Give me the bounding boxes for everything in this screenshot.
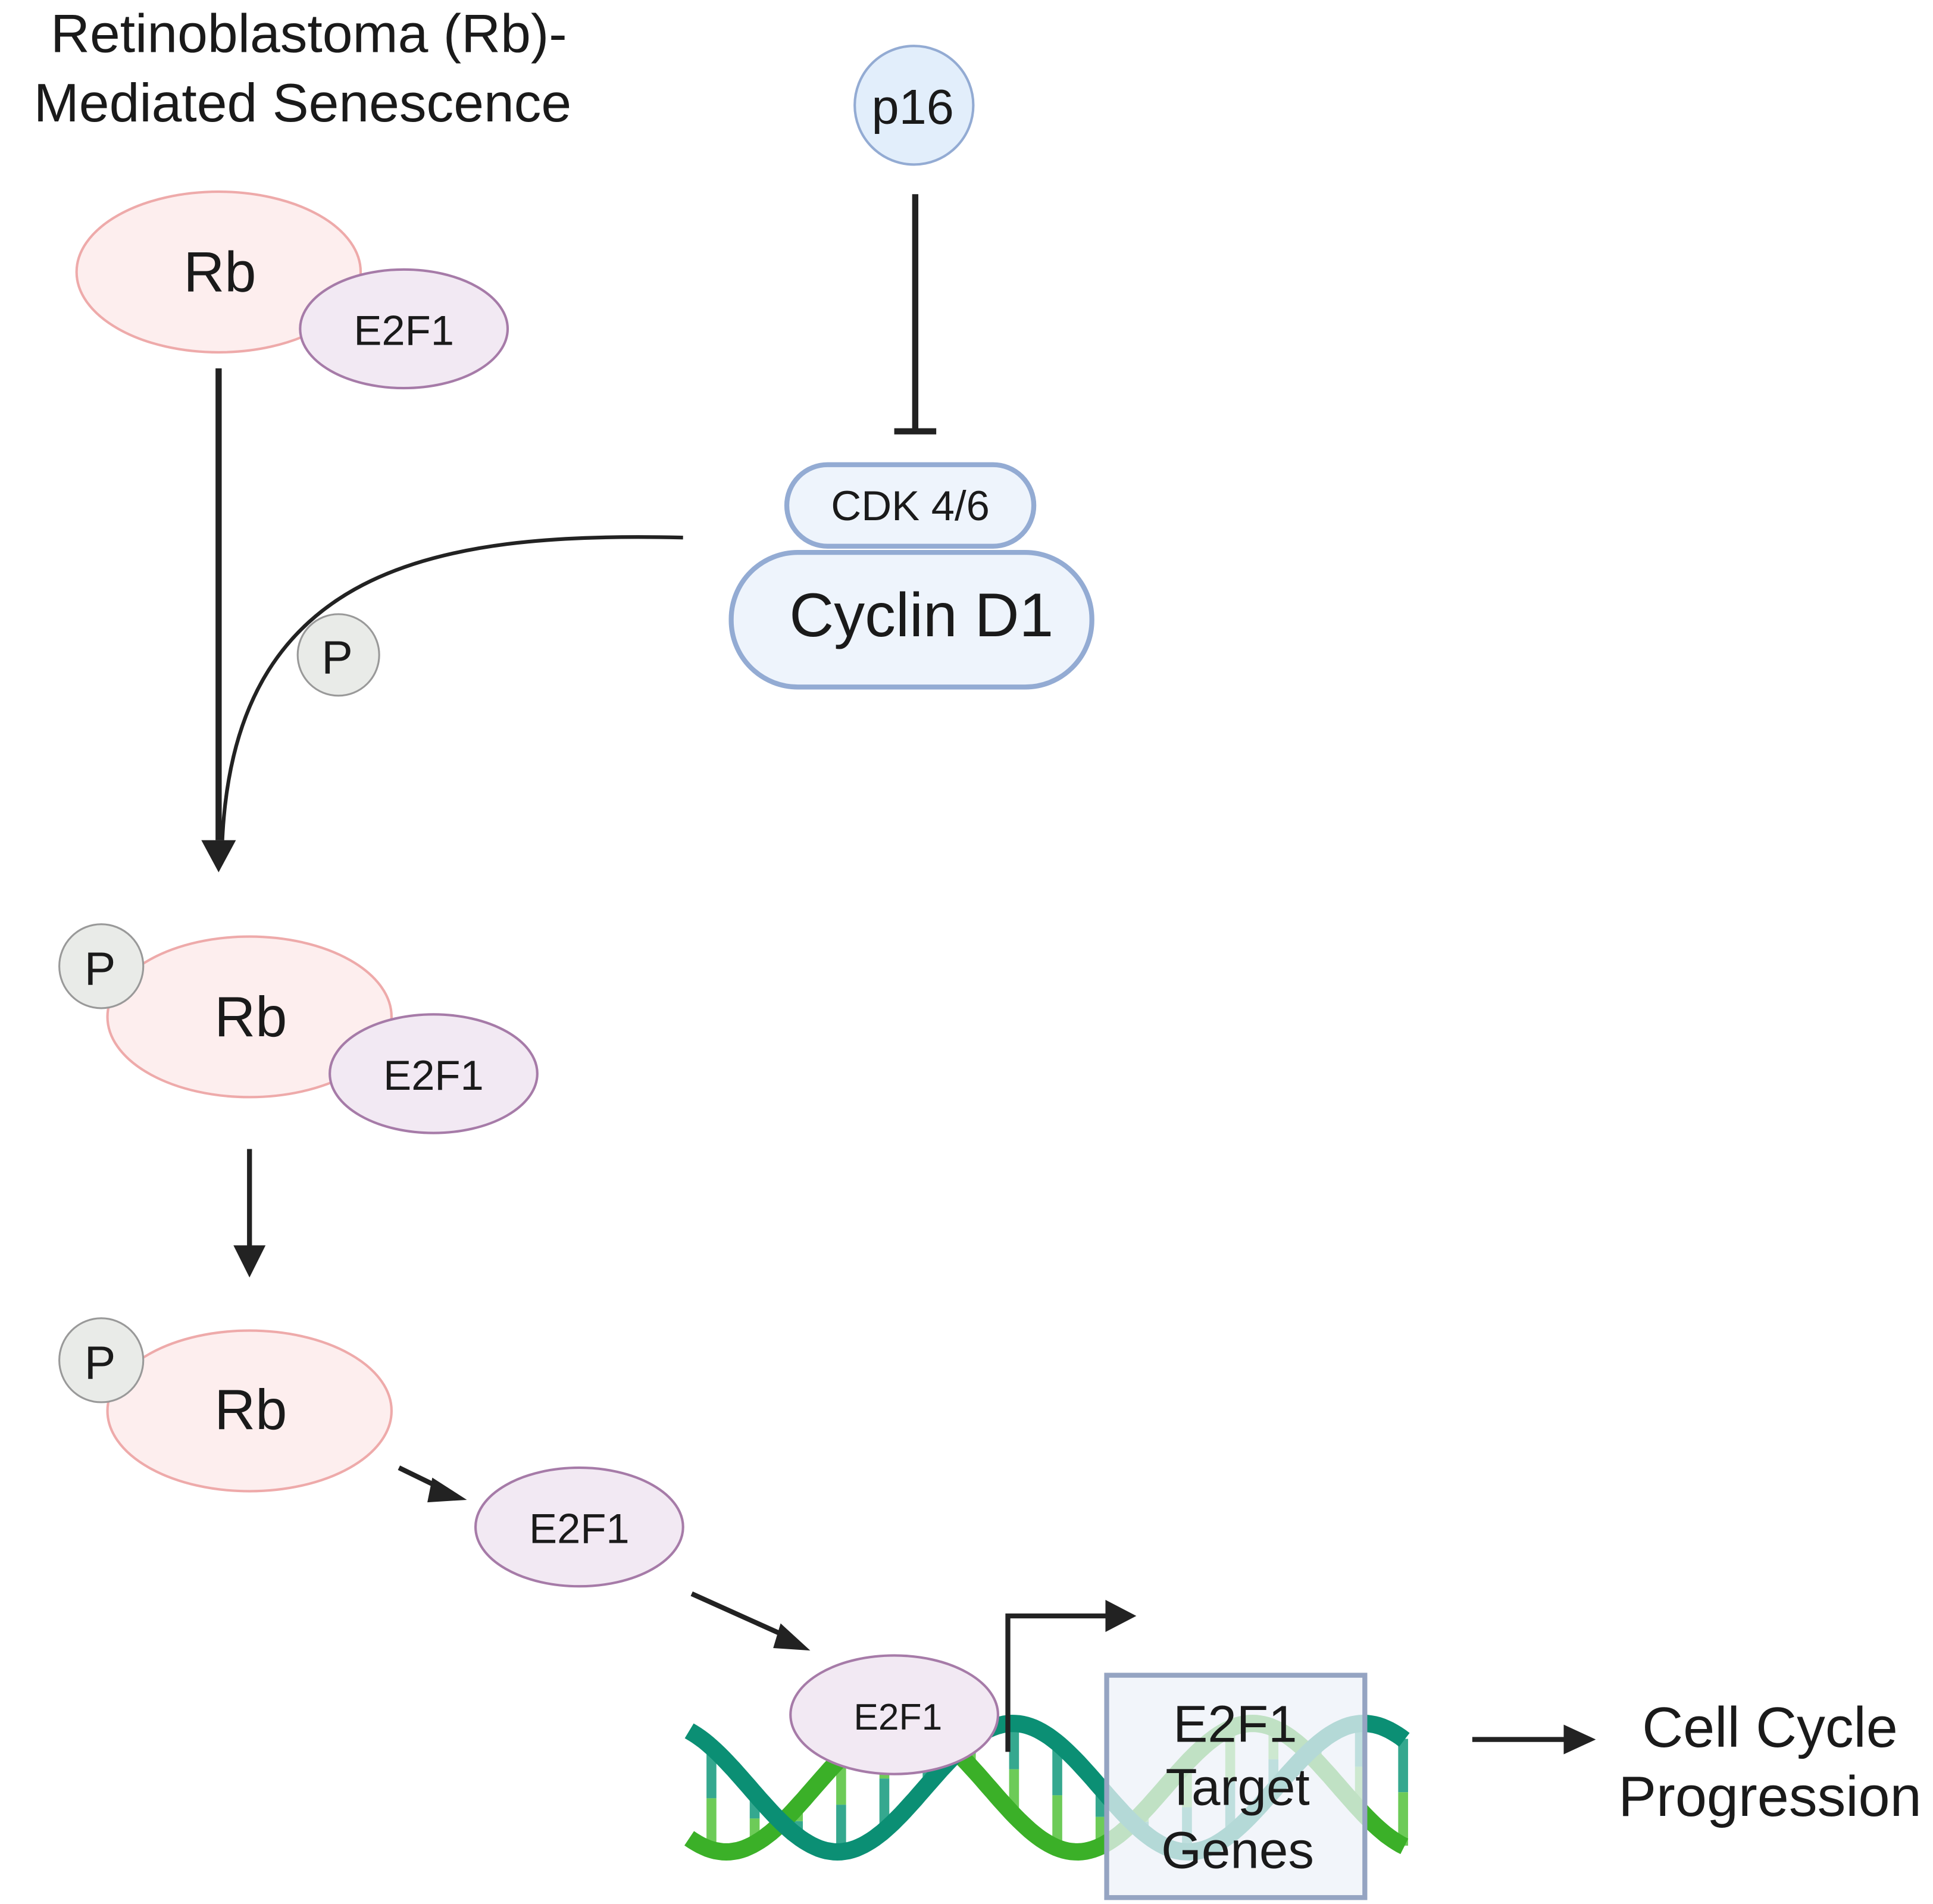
cdk46-label: CDK 4/6 <box>831 482 990 529</box>
e2f1-label: E2F1 <box>354 307 454 354</box>
phosphate-node: P <box>296 613 380 697</box>
arrowhead <box>1105 1600 1137 1633</box>
phosphate-label: P <box>85 942 116 995</box>
title-line1: Retinoblastoma (Rb)- <box>51 4 567 64</box>
e2f1-label: E2F1 <box>853 1697 942 1738</box>
bound-e2f1-node: E2F1 <box>789 1654 999 1775</box>
e2f1-label: E2F1 <box>529 1505 630 1552</box>
phosphorylation-arrow <box>220 535 683 840</box>
p16-label: p16 <box>871 79 953 135</box>
cyclin-d1-node: Cyclin D1 <box>728 549 1094 690</box>
arrowhead <box>201 840 236 873</box>
free-e2f1-node: E2F1 <box>474 1466 684 1588</box>
target-line3: Genes <box>1161 1821 1314 1879</box>
title-line2: Mediated Senescence <box>34 73 571 133</box>
outcome-line2: Progression <box>1618 1765 1921 1828</box>
arrowhead <box>1563 1724 1596 1755</box>
arrowhead <box>233 1245 266 1278</box>
inhibition-arrow <box>894 194 937 434</box>
arrowhead <box>427 1477 467 1503</box>
phosphate-label: P <box>85 1337 116 1389</box>
rb-e2f1-complex: Rb E2F1 <box>75 190 509 390</box>
prb-node: Rb P <box>58 1317 393 1493</box>
prb-e2f1-complex: Rb P E2F1 <box>58 923 539 1134</box>
cyclin-d1-label: Cyclin D1 <box>789 580 1053 649</box>
cdk46-node: CDK 4/6 <box>784 462 1037 549</box>
rb-label: Rb <box>214 1379 287 1442</box>
outcome-line1: Cell Cycle <box>1642 1696 1898 1759</box>
arrowhead <box>773 1623 811 1651</box>
target-genes-box: E2F1 Target Genes <box>1104 1672 1368 1900</box>
phosphate-label: P <box>321 631 353 683</box>
transcription-start-arrow <box>1005 1613 1109 1752</box>
rb-label: Rb <box>183 241 256 304</box>
rb-label: Rb <box>214 986 287 1049</box>
target-line1: E2F1 <box>1173 1696 1297 1753</box>
target-line2: Target <box>1165 1759 1309 1817</box>
p16-node: p16 <box>853 45 975 166</box>
e2f1-label: E2F1 <box>383 1052 484 1099</box>
binding-arrow <box>690 1591 792 1641</box>
